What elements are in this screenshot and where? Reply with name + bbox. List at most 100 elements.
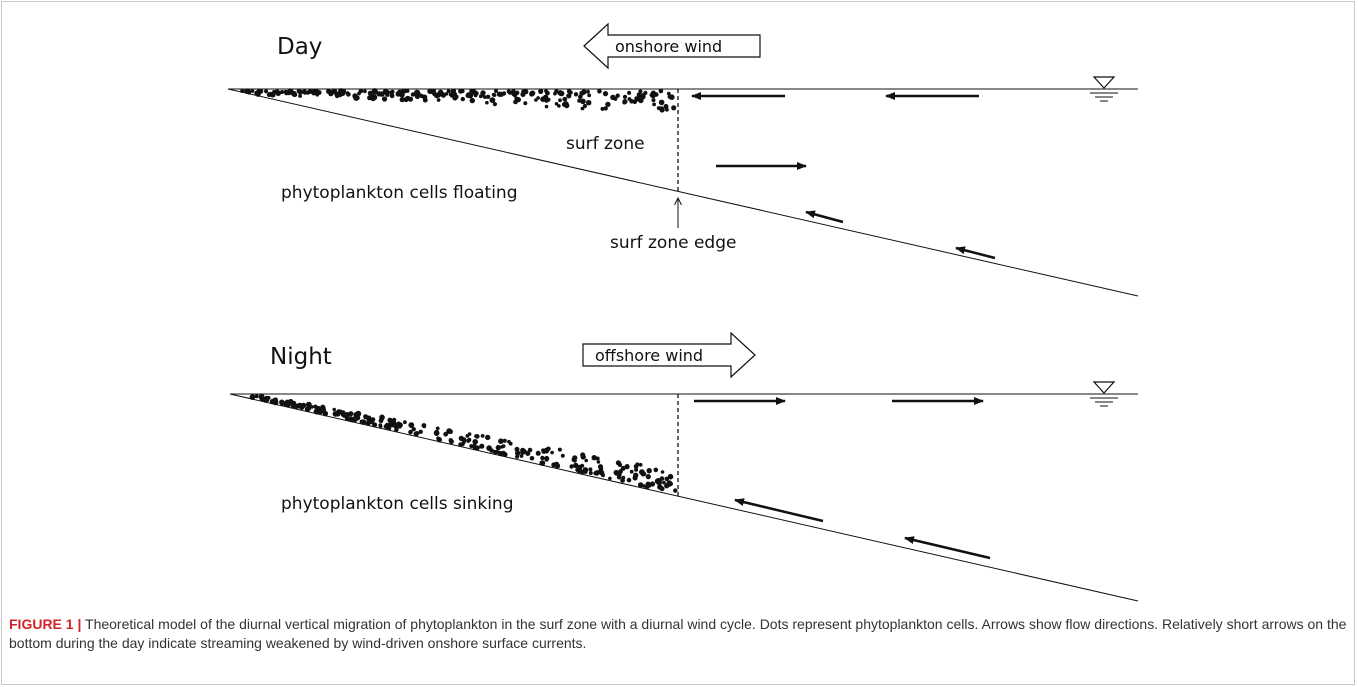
phytoplankton-cell: [508, 441, 513, 446]
phytoplankton-cell: [539, 460, 544, 466]
caption-text: Theoretical model of the diurnal vertica…: [9, 616, 1347, 651]
phytoplankton-cell: [536, 96, 540, 100]
night-bottom-arrow-2: [904, 536, 991, 560]
phytoplankton-cell: [370, 419, 375, 424]
phytoplankton-cell: [443, 431, 449, 437]
phytoplankton-cell: [344, 415, 351, 422]
phytoplankton-cell: [593, 471, 598, 476]
phytoplankton-cell: [664, 476, 670, 482]
phytoplankton-cell: [244, 89, 249, 94]
phytoplankton-cell: [626, 477, 632, 483]
phytoplankton-cell: [544, 89, 548, 93]
phytoplankton-cell: [275, 91, 280, 96]
phytoplankton-cell: [258, 89, 264, 94]
phytoplankton-cell: [597, 464, 604, 470]
phytoplankton-cell: [573, 92, 579, 97]
phytoplankton-cell: [448, 429, 454, 435]
phytoplankton-cell: [302, 89, 307, 94]
phytoplankton-cell: [627, 90, 632, 95]
phytoplankton-cell: [413, 91, 420, 97]
phytoplankton-cell: [580, 106, 585, 111]
phytoplankton-cell: [632, 475, 638, 481]
phytoplankton-cell: [652, 102, 656, 107]
phytoplankton-cell: [436, 98, 441, 102]
phytoplankton-cell: [520, 449, 526, 455]
phytoplankton-cell: [489, 97, 496, 103]
phytoplankton-cell: [307, 89, 313, 94]
phytoplankton-cell: [600, 106, 605, 111]
phytoplankton-cell: [622, 99, 628, 105]
phytoplankton-cell: [671, 105, 677, 111]
phytoplankton-cell: [403, 96, 409, 103]
phytoplankton-cell: [637, 482, 644, 488]
phytoplankton-cell: [568, 90, 573, 95]
phytoplankton-cell: [629, 469, 634, 474]
phytoplankton-cell: [577, 98, 582, 103]
phytoplankton-cell: [640, 471, 646, 477]
phytoplankton-cell: [666, 480, 672, 486]
phytoplankton-cell: [501, 444, 506, 448]
phytoplankton-cell: [379, 414, 385, 421]
phytoplankton-cell: [610, 94, 616, 101]
phytoplankton-cell: [399, 97, 405, 103]
phytoplankton-cell: [280, 90, 285, 94]
phytoplankton-cell: [422, 424, 427, 429]
phytoplankton-cell: [284, 90, 290, 96]
phytoplankton-cell: [564, 103, 570, 109]
phytoplankton-cell: [332, 407, 337, 412]
phytoplankton-cell: [492, 102, 497, 107]
phytoplankton-cell: [501, 91, 507, 96]
phytoplankton-cell: [535, 450, 541, 456]
phytoplankton-cell: [373, 89, 379, 95]
surf-zone-label: surf zone: [566, 134, 645, 154]
phytoplankton-cell: [382, 96, 388, 102]
phytoplankton-cell: [666, 91, 671, 96]
phytoplankton-cell: [440, 92, 446, 98]
phytoplankton-cell: [254, 90, 259, 96]
phytoplankton-cell: [311, 90, 317, 96]
phytoplankton-cell: [345, 91, 350, 96]
phytoplankton-cell: [560, 453, 565, 458]
phytoplankton-cell: [403, 420, 407, 425]
phytoplankton-cell: [474, 434, 479, 439]
day-seabed: [227, 88, 1139, 297]
phytoplankton-cell: [485, 100, 489, 105]
phytoplankton-cell: [349, 417, 354, 422]
phytoplankton-cell: [480, 90, 486, 96]
phytoplankton-cell: [498, 438, 504, 445]
phytoplankton-cell: [454, 94, 459, 99]
phytoplankton-cell: [458, 88, 464, 94]
phytoplankton-cell: [480, 434, 485, 438]
onshore-wind-arrow: onshore wind: [583, 22, 761, 70]
phytoplankton-cell: [646, 468, 652, 474]
phytoplankton-cell: [656, 106, 661, 111]
phytoplankton-cell: [519, 454, 524, 458]
phytoplankton-cell: [616, 475, 622, 480]
phytoplankton-cell: [270, 92, 276, 98]
day-title: Day: [277, 34, 322, 60]
phytoplankton-cell: [673, 488, 678, 493]
phytoplankton-cell: [493, 88, 499, 94]
phytoplankton-cell: [523, 101, 528, 106]
phytoplankton-cell: [263, 397, 269, 403]
phytoplankton-cell: [288, 399, 294, 404]
phytoplankton-cell: [467, 432, 472, 436]
phytoplankton-cell: [353, 415, 359, 421]
phytoplankton-cell: [469, 97, 475, 104]
phytoplankton-cell: [653, 467, 659, 473]
phytoplankton-cell: [655, 478, 661, 484]
phytoplankton-cell: [580, 98, 586, 105]
phytoplankton-cell: [540, 455, 545, 461]
day-water-level-symbol: [1090, 76, 1118, 102]
phytoplankton-cell: [496, 91, 503, 97]
phytoplankton-cell: [587, 93, 592, 98]
phytoplankton-cell: [258, 393, 265, 400]
phytoplankton-cell: [554, 102, 559, 106]
phytoplankton-cell: [292, 92, 298, 98]
phytoplankton-cell: [298, 94, 302, 98]
phytoplankton-cell: [502, 438, 507, 443]
phytoplankton-cell: [538, 88, 544, 94]
phytoplankton-cell: [659, 486, 665, 492]
phytoplankton-cell: [618, 469, 623, 474]
